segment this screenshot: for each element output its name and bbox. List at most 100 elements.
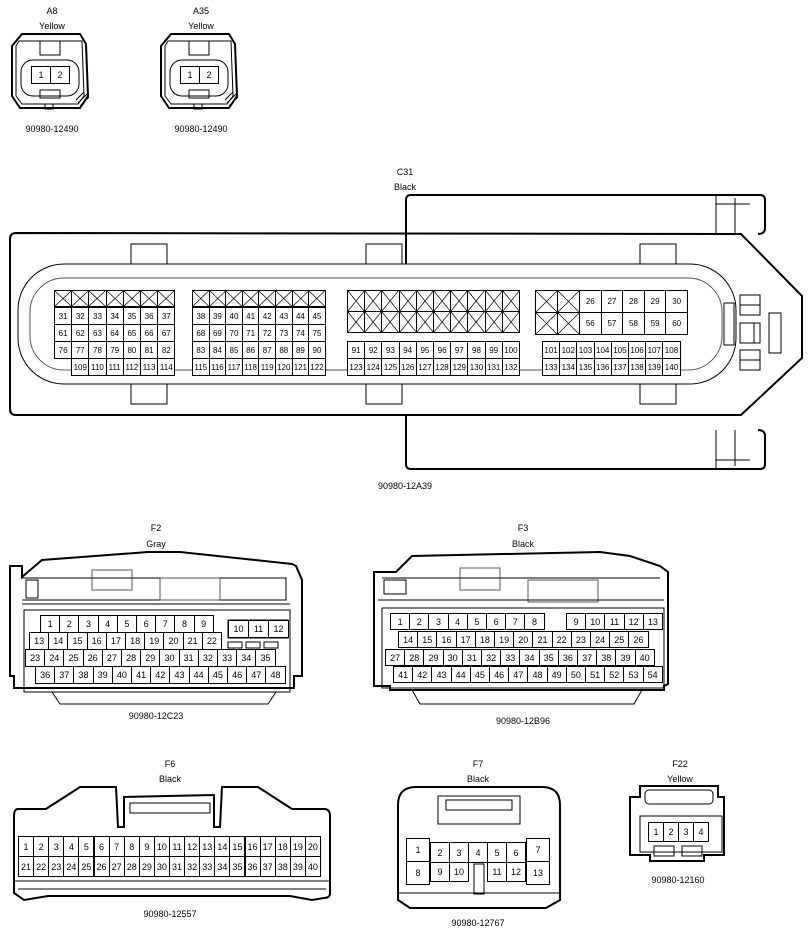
pin: 54 — [642, 666, 663, 683]
connector-id: F3 — [517, 523, 529, 533]
blocked-cavity — [225, 290, 243, 307]
pin: 2 — [199, 66, 219, 84]
pin: 46 — [489, 666, 510, 683]
pin: 4 — [693, 822, 709, 842]
pin: 140 — [662, 358, 681, 376]
blocked-cavity — [484, 311, 503, 333]
pin: 37 — [259, 856, 276, 877]
pin: 58 — [622, 312, 645, 335]
pin: 9 — [566, 613, 587, 630]
connector-id: F7 — [472, 759, 484, 769]
pin: 2 — [50, 66, 70, 84]
pin: 13 — [642, 613, 663, 630]
pin: 30 — [153, 856, 170, 877]
pin: 21 — [18, 856, 35, 877]
pin: 37 — [54, 666, 75, 684]
pin: 49 — [546, 666, 567, 683]
pin: 1 — [648, 822, 664, 842]
pin: 127 — [415, 358, 434, 376]
pin: 123 — [347, 358, 366, 376]
pin: 136 — [593, 358, 612, 376]
pin: 8 — [524, 613, 545, 630]
connector-color: Yellow — [667, 774, 693, 784]
pin: 9 — [430, 862, 450, 882]
pin: 121 — [291, 358, 310, 376]
pin: 34 — [519, 649, 540, 666]
part-number: 90980-12B96 — [495, 716, 551, 726]
pin: 40 — [304, 856, 321, 877]
connector-id: F22 — [672, 759, 688, 769]
connector-id: A35 — [192, 6, 209, 16]
pin: 90 — [308, 341, 326, 359]
pin: 132 — [501, 358, 520, 376]
pin: 21 — [532, 631, 553, 648]
pin: 44 — [188, 666, 209, 684]
connector-color: Gray — [146, 539, 166, 549]
blocked-cavity — [308, 290, 326, 307]
part-number: 90980-12490 — [174, 124, 228, 134]
pin: 10 — [449, 862, 469, 882]
pin: 17 — [455, 631, 476, 648]
pin: 3 — [678, 822, 694, 842]
blocked-cavity — [557, 290, 580, 313]
part-number: 90980-12490 — [25, 124, 79, 134]
connector-color: Black — [466, 774, 489, 784]
pin: 1 — [390, 613, 411, 630]
blocked-cavity — [381, 311, 400, 333]
pin: 48 — [265, 666, 286, 684]
pin: 117 — [225, 358, 243, 376]
pin: 60 — [665, 312, 688, 335]
pin: 2 — [409, 613, 430, 630]
pin: 40 — [634, 649, 655, 666]
pin: 16 — [436, 631, 457, 648]
blocked-cavity — [501, 311, 520, 333]
connector-color: Black — [511, 539, 534, 549]
connector-color: Yellow — [188, 21, 214, 31]
part-number: 90980-12A39 — [377, 481, 433, 491]
pin: 114 — [157, 358, 176, 376]
connector-id: F2 — [150, 523, 162, 533]
blocked-cavity — [157, 290, 176, 307]
pin: 23 — [570, 631, 591, 648]
pin: 27 — [108, 856, 125, 877]
pin: 36 — [557, 649, 578, 666]
pin: 45 — [207, 666, 228, 684]
pin: 26 — [628, 631, 649, 648]
blocked-cavity — [535, 312, 558, 335]
blocked-cavity — [140, 290, 159, 307]
connector-color: Yellow — [39, 21, 65, 31]
pin: 42 — [412, 666, 433, 683]
pin: 13 — [526, 861, 550, 885]
pin: 31 — [461, 649, 482, 666]
blocked-cavity — [484, 290, 503, 312]
pin: 24 — [590, 631, 611, 648]
pin: 41 — [393, 666, 414, 683]
connector-color: Black — [393, 182, 416, 192]
pin: 122 — [308, 358, 326, 376]
connector-id: C31 — [396, 167, 414, 177]
connector-id: A8 — [46, 6, 58, 16]
pin: 45 — [469, 666, 490, 683]
pin: 38 — [73, 666, 94, 684]
pin: 12 — [268, 620, 289, 638]
pin: 8 — [406, 861, 430, 885]
pin: 100 — [501, 341, 520, 359]
pin: 24 — [63, 856, 80, 877]
pin: 51 — [585, 666, 606, 683]
part-number: 90980-12160 — [651, 875, 705, 885]
pin: 12 — [506, 862, 526, 882]
part-number: 90980-12767 — [451, 918, 505, 928]
pin: 40 — [111, 666, 132, 684]
blocked-cavity — [192, 290, 210, 307]
part-number: 90980-12C23 — [128, 711, 184, 721]
connector-color: Black — [158, 774, 181, 784]
pin: 2 — [663, 822, 679, 842]
pin: 6 — [506, 842, 526, 863]
